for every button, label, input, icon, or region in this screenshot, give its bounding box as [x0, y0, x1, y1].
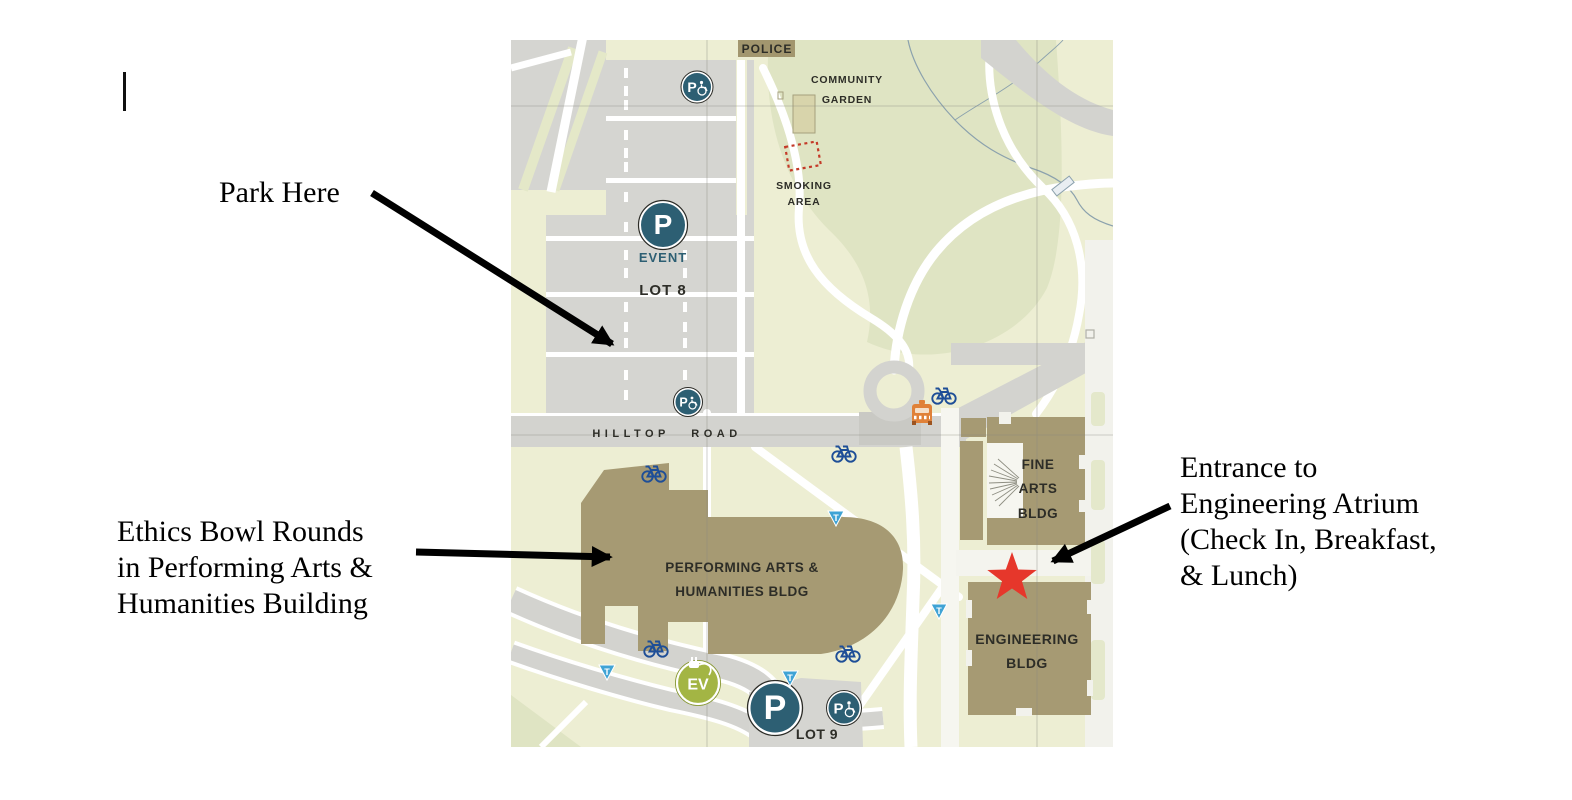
svg-text:T: T: [833, 513, 839, 523]
map-grid-lines: [511, 40, 1113, 747]
svg-text:P: P: [679, 396, 687, 410]
community-garden: [777, 91, 816, 134]
fine-arts-label: BLDG: [1018, 506, 1058, 521]
entrance-line1: Entrance to: [1180, 451, 1318, 484]
svg-text:EV: EV: [687, 677, 709, 694]
campus-map-figure: P P P P P: [504, 35, 1118, 752]
engineering-building: [966, 582, 1093, 716]
amphitheater-fan: [988, 458, 1020, 507]
northwest-parking-area: [510, 35, 608, 193]
entrance-star-marker: [987, 552, 1037, 599]
hilltop-road-group: [511, 328, 1113, 748]
smoking-area-box: [783, 140, 823, 172]
transit-icon: T: [781, 670, 799, 688]
hilltop-road-label: HILLTOP ROAD: [592, 428, 741, 440]
entrance-line4: & Lunch): [1180, 559, 1298, 592]
svg-text:T: T: [604, 667, 610, 677]
lot9-label: LOT 9: [796, 726, 838, 742]
lot8-label: LOT 8: [639, 282, 687, 299]
entrance-line2: Engineering Atrium: [1180, 487, 1420, 520]
ethics-bowl-line2: in Performing Arts &: [117, 551, 373, 584]
event-parking-icon: P: [637, 199, 689, 251]
park-here-annotation: Park Here: [219, 175, 340, 211]
transit-icon: T: [930, 603, 948, 621]
performing-arts-label: HUMANITIES BLDG: [675, 584, 809, 599]
community-garden-label: GARDEN: [822, 94, 872, 106]
text-cursor[interactable]: [123, 72, 126, 111]
smoking-area-label: AREA: [788, 196, 821, 208]
community-garden-label: COMMUNITY: [811, 74, 883, 86]
accessible-parking-icon: P: [673, 387, 703, 417]
bike-rack-icons: [641, 387, 957, 663]
performing-arts-label: PERFORMING ARTS &: [665, 560, 819, 575]
ethics-bowl-line3: Humanities Building: [117, 587, 368, 620]
ethics-bowl-line1: Ethics Bowl Rounds: [117, 515, 364, 548]
svg-text:T: T: [787, 673, 793, 683]
northeast-road: [981, 40, 1113, 136]
engineering-label: ENGINEERING: [975, 631, 1079, 647]
transit-icon: T: [598, 664, 616, 682]
park-hill-green: [767, 40, 1062, 355]
quad-walk: [941, 408, 959, 747]
transit-stop-icons: T T T T: [598, 510, 948, 688]
svg-text:P: P: [687, 79, 696, 95]
bike-icon: [931, 387, 957, 405]
accessible-parking-icon: P: [826, 690, 862, 726]
lot9-parking-icon: P: [746, 679, 804, 737]
bike-icon: [831, 445, 857, 463]
ethics-bowl-annotation: Ethics Bowl Rounds in Performing Arts & …: [117, 514, 373, 622]
police-label: POLICE: [742, 42, 793, 56]
entrance-line3: (Check In, Breakfast,: [1180, 523, 1437, 556]
accessible-parking-icon: P: [680, 70, 714, 104]
campus-map: P P P P P: [504, 35, 1118, 752]
park-here-text: Park Here: [219, 176, 340, 209]
performing-arts-building: [581, 463, 904, 654]
taxi-stand-icon: [912, 400, 932, 425]
transit-icon: T: [827, 510, 845, 528]
fine-arts-label: ARTS: [1019, 481, 1058, 496]
bridge-icon: [1051, 175, 1075, 197]
smoking-area-label: SMOKING: [776, 180, 832, 192]
fine-arts-building: [960, 412, 1087, 545]
fine-arts-label: FINE: [1022, 457, 1055, 472]
svg-text:P: P: [833, 701, 843, 718]
engineering-label: BLDG: [1006, 655, 1048, 671]
bike-icon: [643, 640, 669, 658]
ev-charging-icon: EV: [675, 657, 721, 706]
svg-text:P: P: [764, 689, 787, 727]
roundabout: [863, 360, 925, 422]
bike-icon: [835, 645, 861, 663]
entrance-annotation: Entrance to Engineering Atrium (Check In…: [1180, 450, 1437, 594]
police-building: [738, 40, 795, 57]
event-parking-label: EVENT: [639, 250, 687, 265]
svg-text:T: T: [936, 606, 942, 616]
svg-text:P: P: [654, 209, 673, 240]
bike-icon: [641, 465, 667, 483]
